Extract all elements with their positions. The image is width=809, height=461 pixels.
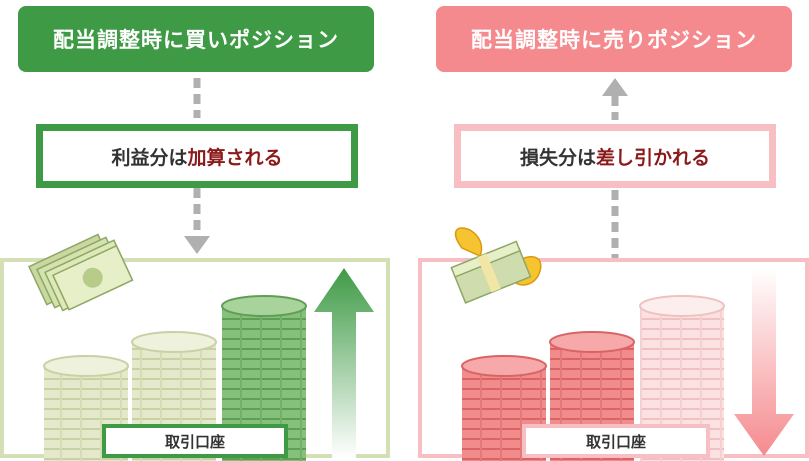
left-account-label: 取引口座 — [102, 424, 288, 458]
up-arrow-icon — [314, 268, 374, 458]
right-message-box: 損失分は差し引かれる — [454, 124, 776, 188]
cash-bundle-icon — [24, 222, 134, 322]
right-header-text: 配当調整時に売りポジション — [471, 28, 757, 52]
left-account-label-text: 取引口座 — [164, 432, 225, 451]
right-message-prefix: 損失分は — [519, 146, 596, 169]
right-header: 配当調整時に売りポジション — [436, 6, 792, 72]
right-message-emphasis: 差し引かれる — [596, 146, 711, 169]
right-account-label: 取引口座 — [522, 424, 710, 458]
left-header: 配当調整時に買いポジション — [18, 6, 374, 72]
coin-stack-icon — [461, 355, 547, 461]
right-account-label-text: 取引口座 — [585, 432, 646, 451]
winged-money-icon — [440, 222, 550, 322]
left-message-emphasis: 加算される — [187, 146, 283, 169]
down-arrow-icon — [734, 268, 794, 456]
left-header-text: 配当調整時に買いポジション — [53, 28, 339, 52]
left-message-prefix: 利益分は — [111, 146, 188, 169]
left-message-box: 利益分は加算される — [36, 124, 358, 188]
coin-stack-icon — [43, 355, 129, 461]
